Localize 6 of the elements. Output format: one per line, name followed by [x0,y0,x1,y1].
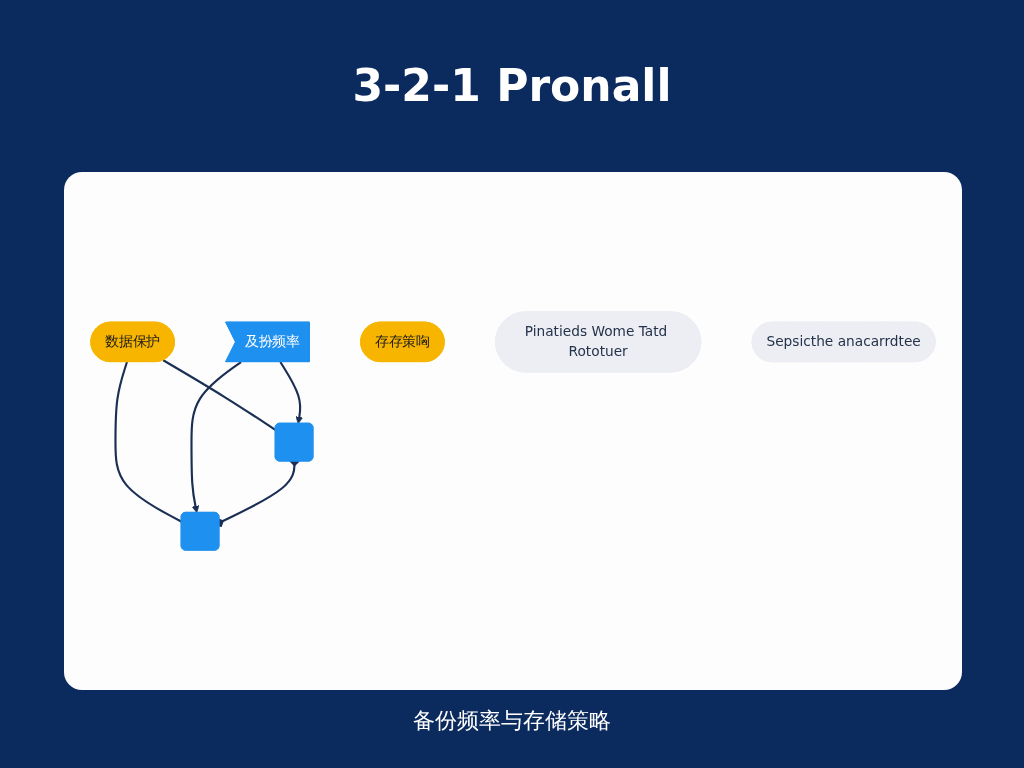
arrow [279,361,303,425]
title: 3-2-1 Pronall [352,60,672,111]
arrow [190,361,242,514]
connector [162,359,277,431]
caption: 备份频率与存储策略 [413,707,611,735]
connector [114,361,183,523]
